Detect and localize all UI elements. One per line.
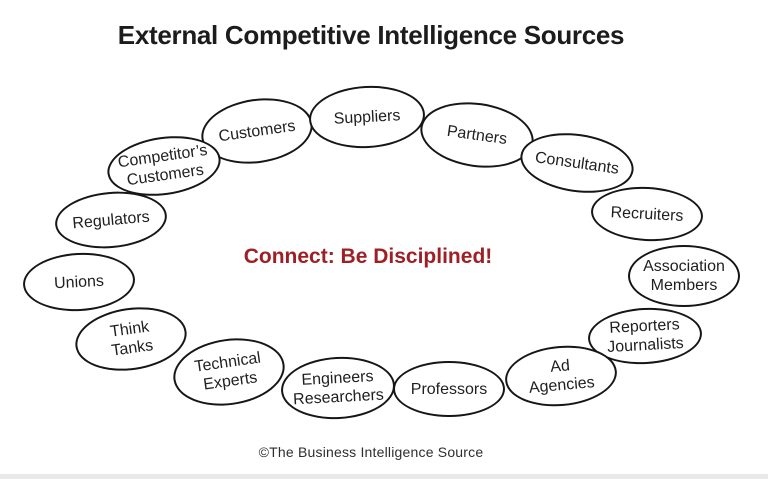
node-unions: Unions: [21, 250, 137, 314]
node-regulators: Regulators: [52, 187, 170, 253]
node-label: Consultants: [533, 148, 621, 178]
bottom-edge-strip: [0, 474, 768, 479]
node-suppliers: Suppliers: [307, 83, 427, 151]
node-label: Ad: [549, 357, 571, 376]
node-label: Recruiters: [610, 203, 684, 225]
node-label: Journalists: [606, 334, 685, 356]
node-label: Researchers: [292, 386, 385, 409]
node-recruiters: Recruiters: [589, 184, 705, 244]
copyright-credit: ©The Business Intelligence Source: [258, 444, 484, 460]
center-message: Connect: Be Disciplined!: [243, 245, 493, 268]
node-label: Customers: [217, 117, 297, 145]
node-label: Association: [643, 258, 725, 275]
node-partners: Partners: [416, 95, 538, 175]
node-label: Suppliers: [333, 106, 401, 128]
node-label: Members: [650, 277, 718, 294]
node-label: Agencies: [528, 374, 596, 397]
node-label: Unions: [53, 272, 105, 292]
node-label: Regulators: [71, 208, 151, 232]
node-label: Professors: [410, 380, 488, 398]
node-label: Partners: [445, 122, 509, 148]
node-professors: Professors: [393, 361, 505, 417]
page-title: External Competitive Intelligence Source…: [117, 20, 625, 50]
